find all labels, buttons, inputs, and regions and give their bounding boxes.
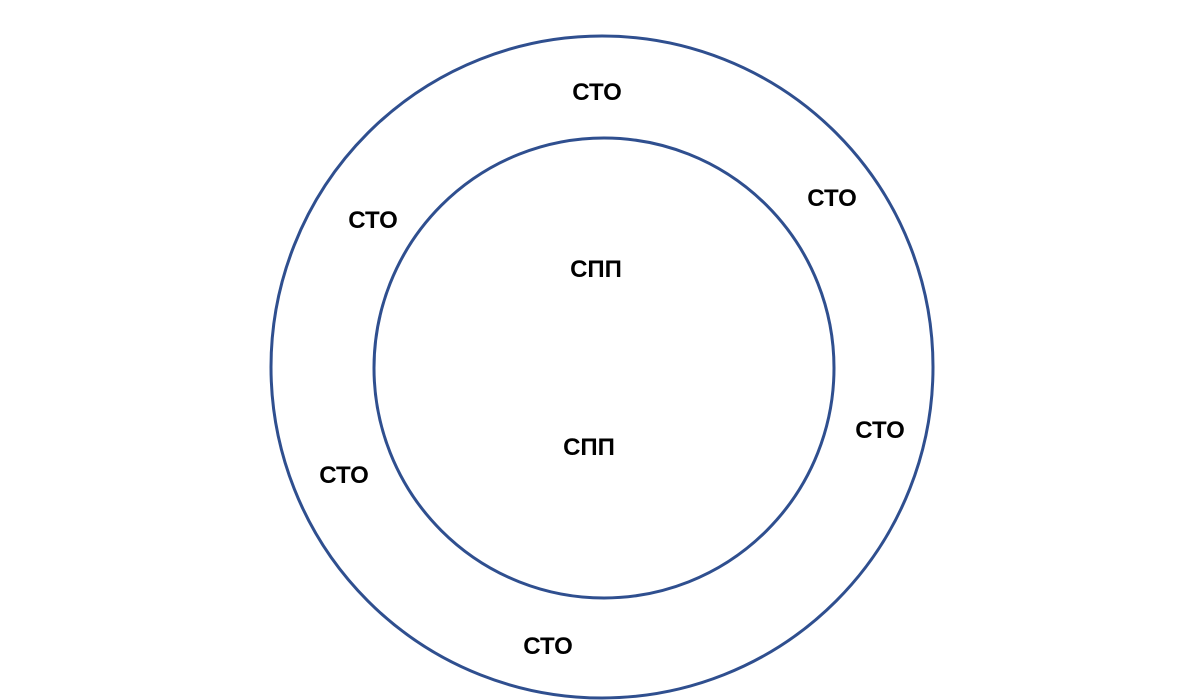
outer-ring-label-top: СТО (572, 79, 622, 106)
outer-ring-label-bottom: СТО (523, 633, 573, 660)
inner-circle-label-upper: СПП (570, 256, 622, 283)
inner-circle-label-lower: СПП (563, 434, 615, 461)
outer-ring-label-lower-left: СТО (319, 462, 369, 489)
outer-ring-label-upper-right: СТО (807, 185, 857, 212)
outer-ring-label-upper-left: СТО (348, 207, 398, 234)
outer-ring-label-right: СТО (855, 417, 905, 444)
inner-circle (372, 136, 836, 600)
outer-circle (269, 34, 935, 700)
